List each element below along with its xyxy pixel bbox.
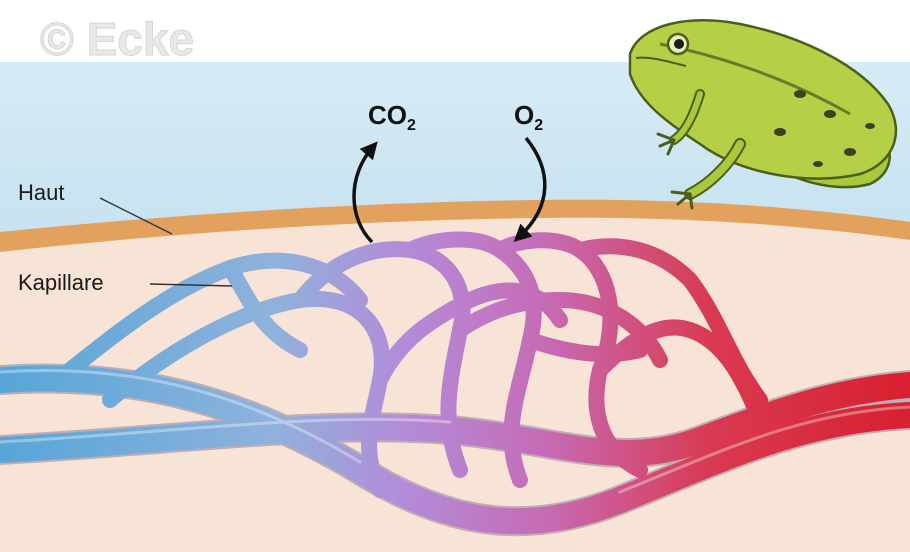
capillaries-label: Kapillare (18, 270, 104, 295)
skin-label: Haut (18, 180, 64, 205)
watermark: © Ecke (40, 13, 194, 65)
